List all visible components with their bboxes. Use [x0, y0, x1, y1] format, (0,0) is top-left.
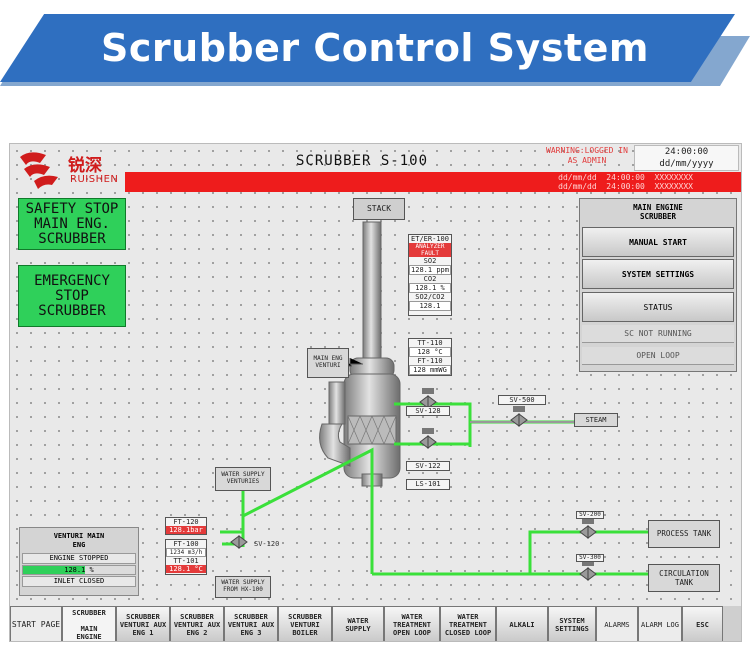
ruishen-logo-icon [20, 152, 58, 189]
sv122-label[interactable]: SV-122 [406, 461, 450, 471]
ft120-label: FT-120 [173, 518, 199, 526]
panel-title: MAIN ENGINE SCRUBBER [633, 203, 683, 221]
clock-date: dd/mm/yyyy [659, 159, 714, 169]
venturi-level-value: 128.1 % [64, 566, 94, 574]
co2-value: 128.1 % [409, 283, 451, 293]
nav-alarms[interactable]: ALARMS [596, 606, 638, 641]
ft120-value: 128.1bar [166, 526, 206, 534]
ft110-value: 128 mmWG [409, 365, 451, 375]
manual-start-button[interactable]: MANUAL START [582, 227, 734, 257]
clock-display: 24:00:00 dd/mm/yyyy [634, 145, 739, 171]
sv500-label[interactable]: SV-500 [498, 395, 546, 405]
co2-label: CO2 [423, 275, 437, 283]
nav-alkali[interactable]: ALKALI [496, 606, 548, 641]
temperature-flow-panel: TT-110 128 °C FT-110 128 mmWG [408, 338, 452, 376]
tt110-label: TT-110 [417, 339, 443, 347]
stack-label: STACK [353, 198, 405, 220]
nav-water-treatment-open[interactable]: WATER TREATMENT OPEN LOOP [384, 606, 440, 641]
sv200-label[interactable]: SV-200 [576, 511, 604, 519]
water-supply-venturies-box: WATER SUPPLY VENTURIES [215, 467, 271, 491]
banner-title: Scrubber Control System [101, 26, 649, 70]
alarm-bar[interactable]: dd/mm/dd 24:00:00 XXXXXXXX dd/mm/dd 24:0… [125, 172, 741, 192]
nav-esc[interactable]: ESC [682, 606, 723, 641]
venturi-level-bar: 128.1 % [22, 565, 136, 575]
venturi-level-fill [23, 566, 85, 574]
venturi-title: VENTURI MAIN ENG [53, 532, 105, 549]
nav-water-supply[interactable]: WATER SUPPLY [332, 606, 384, 641]
page-title: SCRUBBER S-100 [296, 153, 429, 169]
system-settings-button[interactable]: SYSTEM SETTINGS [582, 259, 734, 289]
running-status: SC NOT RUNNING [582, 325, 734, 343]
title-banner [0, 14, 735, 82]
ft100-label: FT-100 [173, 540, 199, 548]
inlet-status: INLET CLOSED [22, 576, 136, 587]
safety-stop-button[interactable]: SAFETY STOP MAIN ENG. SCRUBBER [18, 198, 126, 250]
tt101-value: 128.1 °C [166, 565, 206, 573]
hmi-screen: 锐深 RUISHEN SCRUBBER S-100 WARNING:LOGGED… [9, 143, 742, 642]
steam-label: STEAM [574, 413, 618, 427]
alarm-bar-text: dd/mm/dd 24:00:00 XXXXXXXX dd/mm/dd 24:0… [558, 173, 693, 191]
nav-system-settings[interactable]: SYSTEM SETTINGS [548, 606, 596, 641]
et-title: ET/ER-100 [411, 235, 449, 243]
logo-english-text: RUISHEN [70, 174, 119, 185]
nav-scrubber-main-engine[interactable]: SCRUBBER MAIN ENGINE [62, 606, 116, 641]
sv120-label[interactable]: SV-120 [254, 540, 280, 548]
sv128-label[interactable]: SV-128 [406, 406, 450, 416]
ft120-panel: FT-120 128.1bar [165, 517, 207, 535]
nav-alarm-log[interactable]: ALARM LOG [638, 606, 682, 641]
emission-analyzer-panel: ET/ER-100 ANALYZER FAULT SO2 128.1 ppm C… [408, 234, 452, 316]
water-supply-hx-box: WATER SUPPLY FROM HX-100 [215, 576, 271, 598]
ft110-label: FT-110 [417, 357, 443, 365]
emergency-stop-button[interactable]: EMERGENCY STOP SCRUBBER [18, 265, 126, 327]
tt110-value: 128 °C [409, 347, 451, 357]
nav-start-page[interactable]: START PAGE [10, 606, 62, 641]
nav-scrubber-boiler[interactable]: SCRUBBER VENTURI BOILER [278, 606, 332, 641]
bottom-navigation: START PAGE SCRUBBER MAIN ENGINE SCRUBBER… [10, 606, 741, 641]
sv300-label[interactable]: SV-300 [576, 554, 604, 562]
so2-value: 128.1 ppm [409, 265, 451, 275]
nav-scrubber-aux-1[interactable]: SCRUBBER VENTURI AUX ENG 1 [116, 606, 170, 641]
status-button[interactable]: STATUS [582, 292, 734, 322]
main-engine-scrubber-panel: MAIN ENGINE SCRUBBER MANUAL START SYSTEM… [579, 198, 737, 372]
ls101-label: LS-101 [406, 479, 450, 490]
logo-chinese-text: 锐深 [68, 156, 102, 176]
main-eng-venturi-label: MAIN ENG VENTURI [307, 348, 349, 378]
ratio-label: SO2/CO2 [415, 293, 445, 301]
venturi-throat [328, 381, 346, 425]
analyzer-fault-status: ANALYZER FAULT [409, 243, 451, 257]
tt101-label: TT-101 [173, 557, 199, 565]
loop-status: OPEN LOOP [582, 347, 734, 365]
circulation-tank-box[interactable]: CIRCULATION TANK [648, 564, 720, 592]
stack-pipe [362, 221, 382, 365]
engine-status: ENGINE STOPPED [22, 553, 136, 564]
clock-time: 24:00:00 [664, 147, 709, 157]
nav-scrubber-aux-3[interactable]: SCRUBBER VENTURI AUX ENG 3 [224, 606, 278, 641]
process-tank-box[interactable]: PROCESS TANK [648, 520, 720, 548]
ft100-value: 1234 m3/h [166, 548, 206, 557]
venturi-status-panel: VENTURI MAIN ENG ENGINE STOPPED 128.1 % … [19, 527, 139, 596]
so2-label: SO2 [423, 257, 437, 265]
login-warning: WARNING:LOGGED IN AS ADMIN [546, 146, 628, 165]
company-logo: 锐深 RUISHEN [12, 147, 134, 191]
nav-water-treatment-closed[interactable]: WATER TREATMENT CLOSED LOOP [440, 606, 496, 641]
nav-scrubber-aux-2[interactable]: SCRUBBER VENTURI AUX ENG 2 [170, 606, 224, 641]
ratio-value: 128.1 [409, 301, 451, 311]
ft100-panel: FT-100 1234 m3/h TT-101 128.1 °C [165, 539, 207, 575]
